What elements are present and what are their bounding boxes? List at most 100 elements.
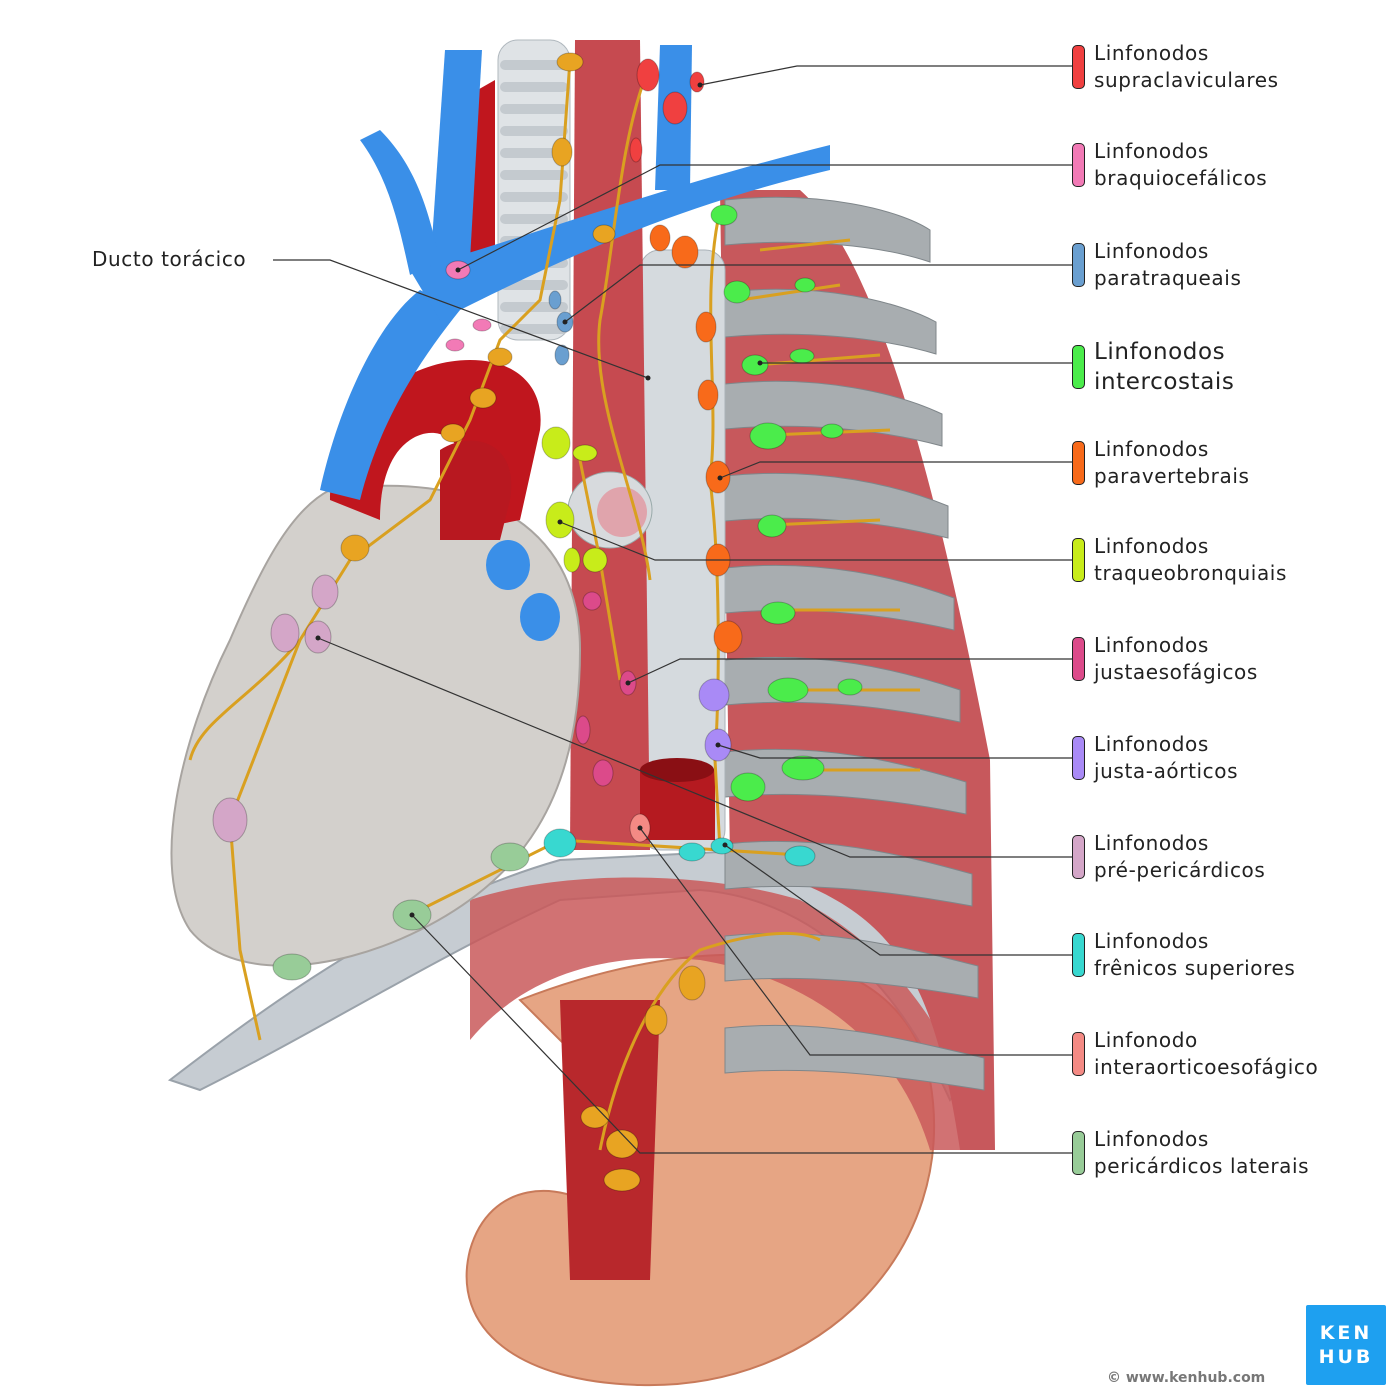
legend-label-line2: interaorticoesofágico <box>1094 1055 1319 1079</box>
heart <box>170 484 582 967</box>
leader-dot <box>722 842 728 848</box>
lymph-node <box>551 137 573 167</box>
descending-aorta <box>640 770 715 840</box>
lymph-node <box>794 277 816 293</box>
lymph-node <box>767 677 809 703</box>
rib <box>724 196 931 263</box>
leader-line <box>639 827 1072 1056</box>
leader-dot <box>697 82 703 88</box>
legend-label-line2: justaesofágicos <box>1094 660 1258 684</box>
legend-label-line2: pré-pericárdicos <box>1094 858 1266 882</box>
legend-label: Linfonodos paratraqueais <box>1094 238 1241 292</box>
lymph-node <box>340 534 370 562</box>
lymph-node <box>592 224 616 244</box>
legend-label-line2: paratraqueais <box>1094 266 1242 290</box>
leader-dot <box>757 360 763 366</box>
lymph-node <box>605 1129 639 1159</box>
lymph-node <box>629 137 643 163</box>
leader-dot <box>455 267 461 273</box>
tracheal-ring <box>500 148 568 158</box>
legend-label-line2: traqueobronquiais <box>1094 561 1287 585</box>
thoracic-duct-label: Ducto torácico <box>92 247 247 271</box>
lymph-node <box>636 58 660 92</box>
lymph-node <box>644 1004 668 1036</box>
lymph-node <box>678 842 706 862</box>
lymph-node <box>741 354 769 376</box>
rib <box>724 1024 985 1091</box>
leader-line <box>559 521 1072 561</box>
lymph-node <box>695 311 717 343</box>
lymph-node <box>212 797 248 843</box>
lymph-node <box>487 347 513 367</box>
leader-line <box>717 744 1072 759</box>
legend-label-line1: Linfonodos <box>1094 929 1209 953</box>
lymph-node <box>554 344 570 366</box>
lymph-node <box>749 422 787 450</box>
leader-line <box>699 65 1072 86</box>
legend-swatch <box>1072 835 1085 879</box>
internal-jugular-vein <box>430 50 482 270</box>
tracheal-ring <box>500 170 568 180</box>
leader-dot <box>409 912 415 918</box>
lymph-node <box>440 423 466 443</box>
lymph-node <box>445 338 465 352</box>
lymph-node <box>723 280 751 304</box>
leader-dot <box>715 742 721 748</box>
lymph-node <box>678 965 706 1001</box>
lymph-node <box>760 601 796 625</box>
legend-label-line2: braquiocefálicos <box>1094 166 1268 190</box>
legend-item: Linfonodos frênicos superiores <box>1072 928 1295 982</box>
lymph-node <box>575 715 591 745</box>
brachiocephalic-vein <box>410 145 830 320</box>
legend-label-line1: Linfonodos <box>1094 339 1226 365</box>
lymph-node <box>757 514 787 538</box>
legend-label-line1: Linfonodos <box>1094 534 1209 558</box>
leader-line <box>317 637 1072 858</box>
legend-label-line1: Linfonodos <box>1094 732 1209 756</box>
legend-label-line1: Linfonodos <box>1094 1127 1209 1151</box>
rib <box>724 288 937 355</box>
tracheal-ring <box>500 280 568 290</box>
legend-label: Linfonodos pré-pericárdicos <box>1094 830 1265 884</box>
lymph-node <box>556 52 584 72</box>
lymph-node <box>671 235 699 269</box>
tracheal-ring <box>500 82 568 92</box>
leader-dot <box>717 475 723 481</box>
legend-item: Linfonodos paratraqueais <box>1072 238 1241 292</box>
legend-label-line2: frênicos superiores <box>1094 956 1296 980</box>
leader-line <box>627 658 1072 684</box>
legend-label: Linfonodos frênicos superiores <box>1094 928 1295 982</box>
lymph-node <box>548 290 562 310</box>
legend-swatch <box>1072 736 1085 780</box>
lymph-node <box>541 426 571 460</box>
lymph-node <box>592 759 614 787</box>
leader-line <box>457 164 1072 271</box>
legend-swatch <box>1072 45 1085 89</box>
lymph-node <box>713 620 743 654</box>
pulmonary-vein <box>486 540 530 590</box>
leader-dot <box>562 319 568 325</box>
lymph-node <box>781 755 825 781</box>
legend-label: Linfonodos traqueobronquiais <box>1094 533 1287 587</box>
legend-label-line1: Linfonodos <box>1094 831 1209 855</box>
lymph-node <box>603 1168 641 1192</box>
copyright-text: © www.kenhub.com <box>1107 1370 1266 1386</box>
legend-label-line1: Linfonodos <box>1094 239 1209 263</box>
kenhub-logo[interactable]: KEN HUB <box>1306 1305 1386 1385</box>
bronchus-lumen <box>597 487 647 537</box>
legend-swatch <box>1072 1032 1085 1076</box>
lymph-node <box>697 379 719 411</box>
lymph-node <box>789 348 815 364</box>
legend-label-line1: Linfonodos <box>1094 41 1209 65</box>
legend-swatch <box>1072 143 1085 187</box>
lymph-node <box>649 224 671 252</box>
leader-lines <box>273 65 1072 1154</box>
legend-item: Linfonodos pré-pericárdicos <box>1072 830 1265 884</box>
